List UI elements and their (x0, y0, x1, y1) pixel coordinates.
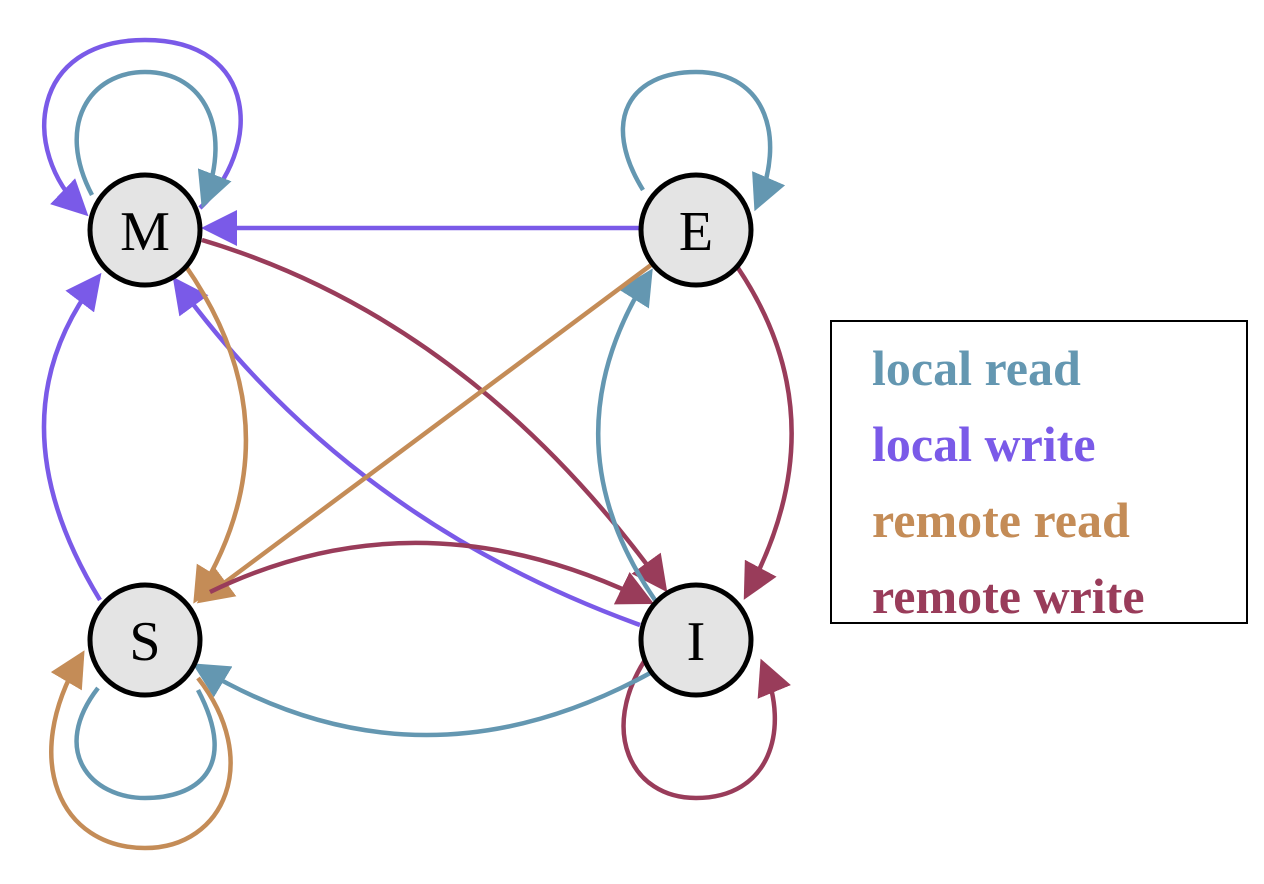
legend-local-read: local read (872, 340, 1081, 396)
edge-m-i-remote-write (201, 237, 668, 593)
node-i: I (638, 582, 754, 698)
legend-remote-write: remote write (872, 568, 1145, 624)
edge-m-m-local-write (42, 37, 243, 217)
node-i-label: I (687, 611, 706, 673)
edge-i-e-local-read (596, 268, 657, 602)
edge-s-i-remote-write (209, 540, 655, 605)
node-s: S (87, 582, 203, 698)
node-s-label: S (129, 611, 160, 673)
node-m-label: M (120, 201, 170, 263)
edge-s-m-local-write (41, 272, 102, 602)
legend: local read local write remote read remot… (830, 320, 1248, 624)
edge-e-i-remote-write (736, 266, 794, 600)
edge-i-s-local-read (192, 663, 654, 738)
edge-e-s-remote-read (196, 260, 657, 604)
node-m: M (87, 172, 203, 288)
edge-e-e-local-read (620, 69, 786, 212)
legend-remote-read: remote read (872, 492, 1130, 548)
edge-i-i-remote-write (621, 658, 791, 801)
edge-s-s-local-read (74, 686, 217, 801)
edge-m-m-local-read (74, 69, 232, 209)
edge-s-s-remote-read (49, 650, 233, 851)
legend-local-write: local write (872, 416, 1096, 472)
edge-m-s-remote-read (183, 263, 249, 604)
node-e-label: E (679, 201, 713, 263)
node-e: E (638, 172, 754, 288)
